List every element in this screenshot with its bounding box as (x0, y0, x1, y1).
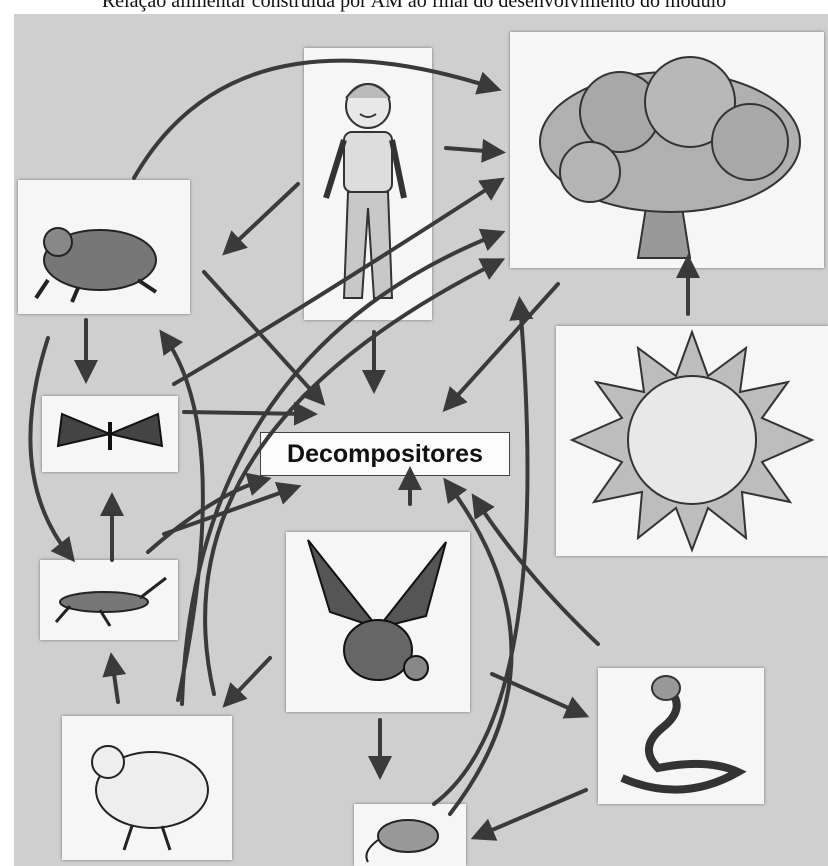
arrow (446, 148, 498, 152)
arrow (476, 500, 598, 644)
arrow (228, 184, 298, 250)
arrow (30, 338, 70, 556)
arrow (112, 660, 118, 702)
arrow (478, 790, 586, 836)
arrow (164, 336, 203, 700)
arrow (182, 234, 498, 704)
arrow (134, 61, 494, 178)
arrow (448, 284, 558, 406)
food-web-board: Decompositores (14, 14, 828, 866)
arrow (448, 484, 512, 814)
food-web-arrows (14, 14, 828, 866)
arrow (205, 262, 498, 694)
arrow (204, 272, 320, 400)
arrow (228, 658, 270, 702)
arrow (174, 182, 498, 384)
